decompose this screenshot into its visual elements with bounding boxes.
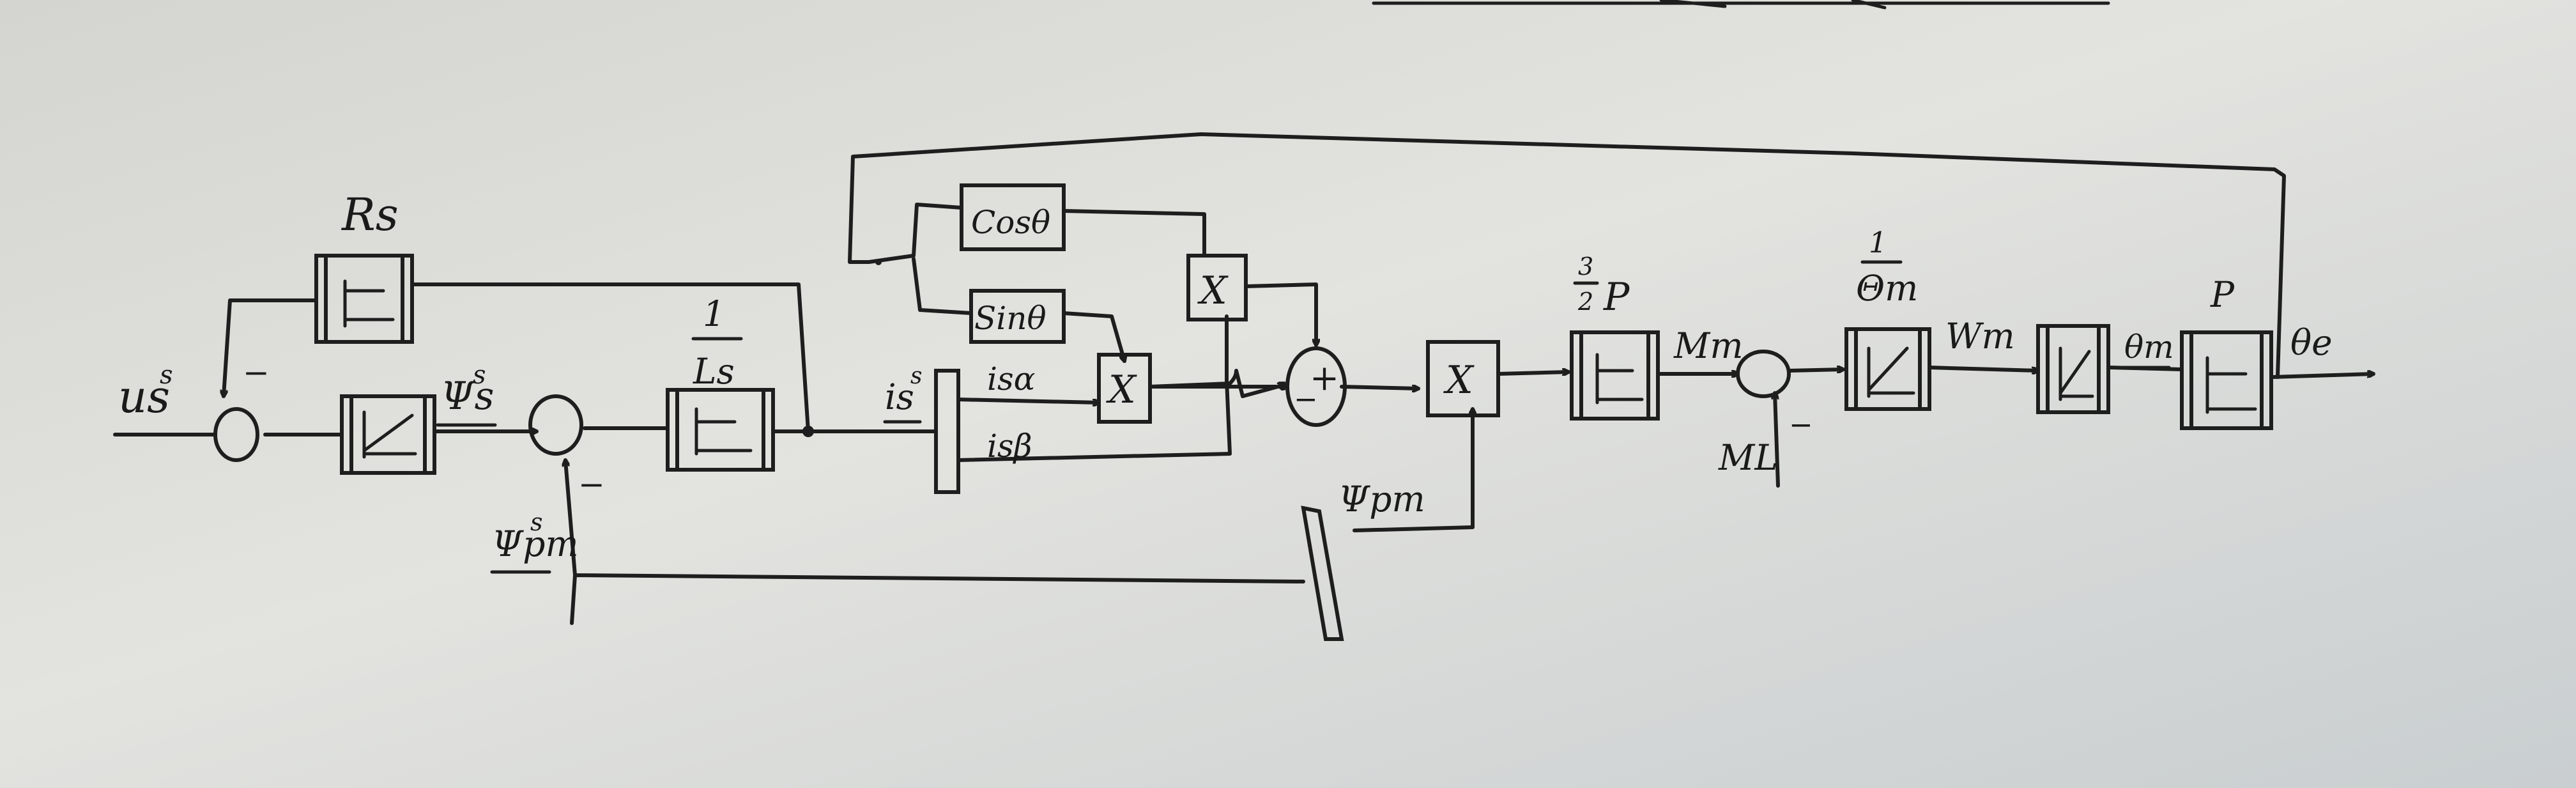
- multiplier-lower-symbol: X: [1106, 367, 1137, 412]
- angle-integrator-block: [2036, 324, 2110, 414]
- flux-summing-junction: −: [528, 394, 605, 503]
- motor-torque-label: Mm: [1673, 325, 1743, 366]
- cosine-block: Cosθ: [960, 183, 1066, 251]
- pm-flux-right-label: Ψpm: [1338, 479, 1425, 520]
- multiplier-upper-symbol: X: [1197, 268, 1229, 313]
- cosine-label: Cosθ: [971, 204, 1050, 241]
- top-edge-scribble: [1372, 0, 2110, 10]
- current-vector-label: is: [885, 376, 914, 417]
- inductance-gain-denominator: Ls: [693, 351, 735, 392]
- torque-gain-denominator: 2: [1577, 288, 1593, 316]
- current-beta-label: isβ: [987, 428, 1032, 465]
- pole-pair-gain-label: P: [2210, 274, 2235, 315]
- inertia-denominator: Θm: [1856, 268, 1918, 309]
- inertia-block: 1 Θm: [1844, 226, 1931, 411]
- elec-angle-label: θe: [2290, 322, 2333, 363]
- speed-label: Wm: [1945, 316, 2015, 357]
- current-alpha-label: isα: [987, 360, 1035, 398]
- torque-gain-p: P: [1603, 275, 1630, 320]
- inductance-gain-numerator: 1: [703, 293, 725, 334]
- input-sum-minus-sign: −: [243, 354, 270, 391]
- flux-sum-minus-sign: −: [578, 466, 605, 503]
- torque-sum-plus-sign: +: [1310, 357, 1339, 398]
- flux-integrator-block: [340, 394, 436, 475]
- mech-angle-label: θm: [2124, 328, 2174, 366]
- signal-wires: [113, 132, 2375, 625]
- torque-gain-numerator: 3: [1578, 252, 1593, 281]
- multiplier-flux: X: [1426, 340, 1500, 417]
- flux-label: Ψs: [441, 374, 494, 419]
- input-label: us: [118, 371, 170, 423]
- pm-flux-bar: [1301, 506, 1344, 641]
- pm-flux-left-superscript: s: [530, 508, 543, 536]
- resistance-block: Rs: [314, 189, 414, 344]
- multiplier-flux-symbol: X: [1443, 358, 1475, 403]
- current-vector-superscript: s: [910, 363, 922, 389]
- flux-superscript: s: [473, 360, 486, 390]
- torque-balance-junction: −: [1736, 350, 1813, 442]
- load-torque-label: ML: [1718, 437, 1778, 478]
- resistance-label: Rs: [341, 189, 399, 241]
- multiplier-upper: X: [1186, 254, 1248, 321]
- torque-summing-junction: − +: [1285, 346, 1347, 427]
- torque-balance-minus-sign: −: [1789, 408, 1813, 442]
- inductance-gain-block: 1 Ls: [666, 293, 775, 472]
- multiplier-lower: X: [1097, 353, 1152, 424]
- sine-block: Sinθ: [969, 289, 1066, 344]
- input-summing-junction: −: [213, 354, 270, 462]
- inertia-numerator: 1: [1869, 226, 1887, 259]
- sine-label: Sinθ: [974, 300, 1046, 337]
- pole-pair-gain-block: P: [2180, 274, 2273, 430]
- input-superscript: s: [160, 360, 173, 390]
- vector-splitter-bar: [934, 369, 960, 494]
- torque-sum-minus-sign: −: [1294, 382, 1318, 416]
- pm-flux-left-label: Ψpm: [492, 523, 579, 564]
- torque-gain-block: 3 2 P: [1570, 252, 1660, 421]
